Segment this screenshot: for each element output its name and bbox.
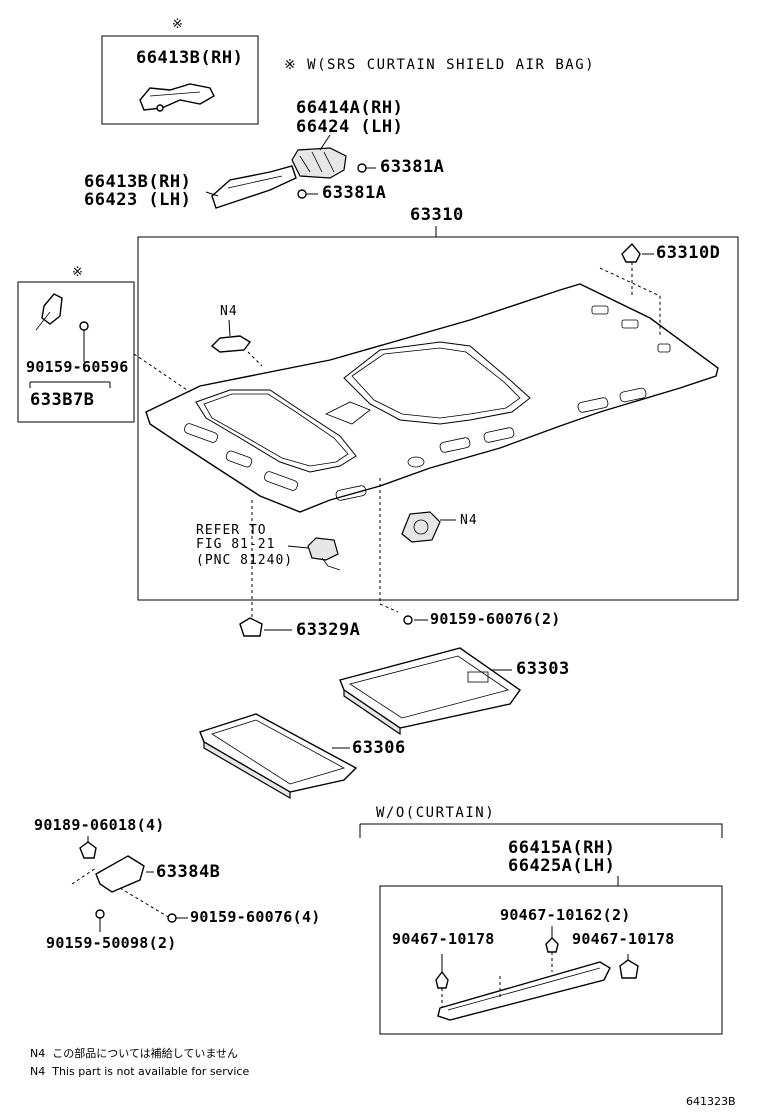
- part-refer-lamp: [307, 537, 341, 571]
- label-90159-60076-4: 90159-60076(4): [190, 908, 321, 926]
- part-63381A-clip-1: [357, 163, 376, 173]
- figure-id: 641323B: [686, 1095, 736, 1108]
- label-66414A: 66414A(RH): [296, 98, 404, 118]
- label-refer-2: FIG 81-21: [196, 537, 276, 552]
- part-66414A-airbag: [291, 147, 347, 179]
- part-63306-sunshade: [199, 713, 358, 800]
- dashed-n4-a: [247, 351, 263, 367]
- label-66425A: 66425A(LH): [508, 856, 616, 876]
- part-66415A-rail: [437, 961, 611, 1021]
- label-63381A-2: 63381A: [322, 183, 387, 203]
- legend-srs-curtain: ※ W(SRS CURTAIN SHIELD AIR BAG): [284, 57, 596, 73]
- box-66415A: [379, 885, 723, 1035]
- dashed-90159-60076-b: [379, 603, 399, 613]
- legend-wo-curtain: W/O(CURTAIN): [376, 805, 496, 821]
- part-n4-speaker: [401, 511, 441, 543]
- part-63310D-clip: [621, 242, 641, 263]
- label-90189-06018: 90189-06018(4): [34, 816, 165, 834]
- dashed-90467-10162: [499, 952, 553, 998]
- wo-curtain-bracket: [360, 823, 723, 838]
- part-90159-60076-4-screw: [167, 913, 177, 923]
- label-66413B-rh-top: 66413B(RH): [136, 48, 244, 68]
- box-633B7B: [17, 281, 135, 423]
- part-63303-sunshade: [339, 647, 521, 736]
- label-633B7B: 633B7B: [30, 390, 95, 410]
- part-633B7B-bracket: [35, 293, 63, 331]
- label-63384B: 63384B: [156, 862, 221, 882]
- leader-66414A: [319, 134, 331, 151]
- part-90467-10178-right-clip: [619, 959, 639, 979]
- part-63310-headliner: [145, 283, 719, 513]
- footnote-en: N4 This part is not available for servic…: [30, 1065, 250, 1078]
- part-90467-10162-clip: [545, 937, 559, 953]
- label-90159-60076-2: 90159-60076(2): [430, 610, 561, 628]
- part-66413B-bracket: [211, 165, 297, 209]
- label-n4-a: N4: [220, 304, 238, 319]
- leader-66413B: [205, 191, 219, 197]
- footnote-jp: N4 この部品については補給していません: [30, 1047, 239, 1060]
- part-90467-10178-left-clip: [435, 970, 449, 989]
- dashed-63384B: [71, 867, 171, 919]
- label-90467-10178-left: 90467-10178: [392, 930, 495, 948]
- label-90159-50098: 90159-50098(2): [46, 934, 177, 952]
- bracket-633B7B: [29, 381, 111, 388]
- label-63329A: 63329A: [296, 620, 361, 640]
- part-63381A-clip-2: [297, 189, 318, 199]
- label-63310D: 63310D: [656, 243, 721, 263]
- headliner-frame: [137, 236, 739, 601]
- label-refer-1: REFER TO: [196, 523, 267, 538]
- label-90159-60596: 90159-60596: [26, 358, 129, 376]
- leader-refer: [287, 545, 309, 549]
- label-66424: 66424 (LH): [296, 117, 404, 137]
- part-90159-60596-screw: [79, 321, 89, 342]
- label-90467-10162: 90467-10162(2): [500, 906, 631, 924]
- dashed-633B7B: [133, 353, 191, 393]
- label-63303: 63303: [516, 659, 570, 679]
- label-90467-10178-right: 90467-10178: [572, 930, 675, 948]
- leader-n4-a: [228, 319, 231, 337]
- label-63306: 63306: [352, 738, 406, 758]
- part-63384B-bracket: [95, 855, 145, 893]
- part-90189-06018-nut: [79, 841, 97, 859]
- label-63310: 63310: [410, 205, 464, 225]
- part-90159-50098-screw: [95, 909, 105, 919]
- label-66415A: 66415A(RH): [508, 838, 616, 858]
- label-66423: 66423 (LH): [84, 190, 192, 210]
- part-63329A-clip: [239, 617, 263, 637]
- dashed-63310D: [599, 262, 661, 336]
- label-66413B-rh: 66413B(RH): [84, 172, 192, 192]
- label-63381A-1: 63381A: [380, 157, 445, 177]
- label-n4-b: N4: [460, 513, 478, 528]
- note-symbol-top: ※: [172, 17, 184, 32]
- part-90159-60076-2-screw: [403, 615, 413, 625]
- note-symbol-left: ※: [72, 265, 84, 280]
- box-66413B-top: [101, 35, 259, 125]
- label-refer-3: (PNC 81240): [196, 553, 294, 568]
- part-n4-lamp: [210, 335, 252, 353]
- part-66413B-top-bracket: [139, 83, 215, 112]
